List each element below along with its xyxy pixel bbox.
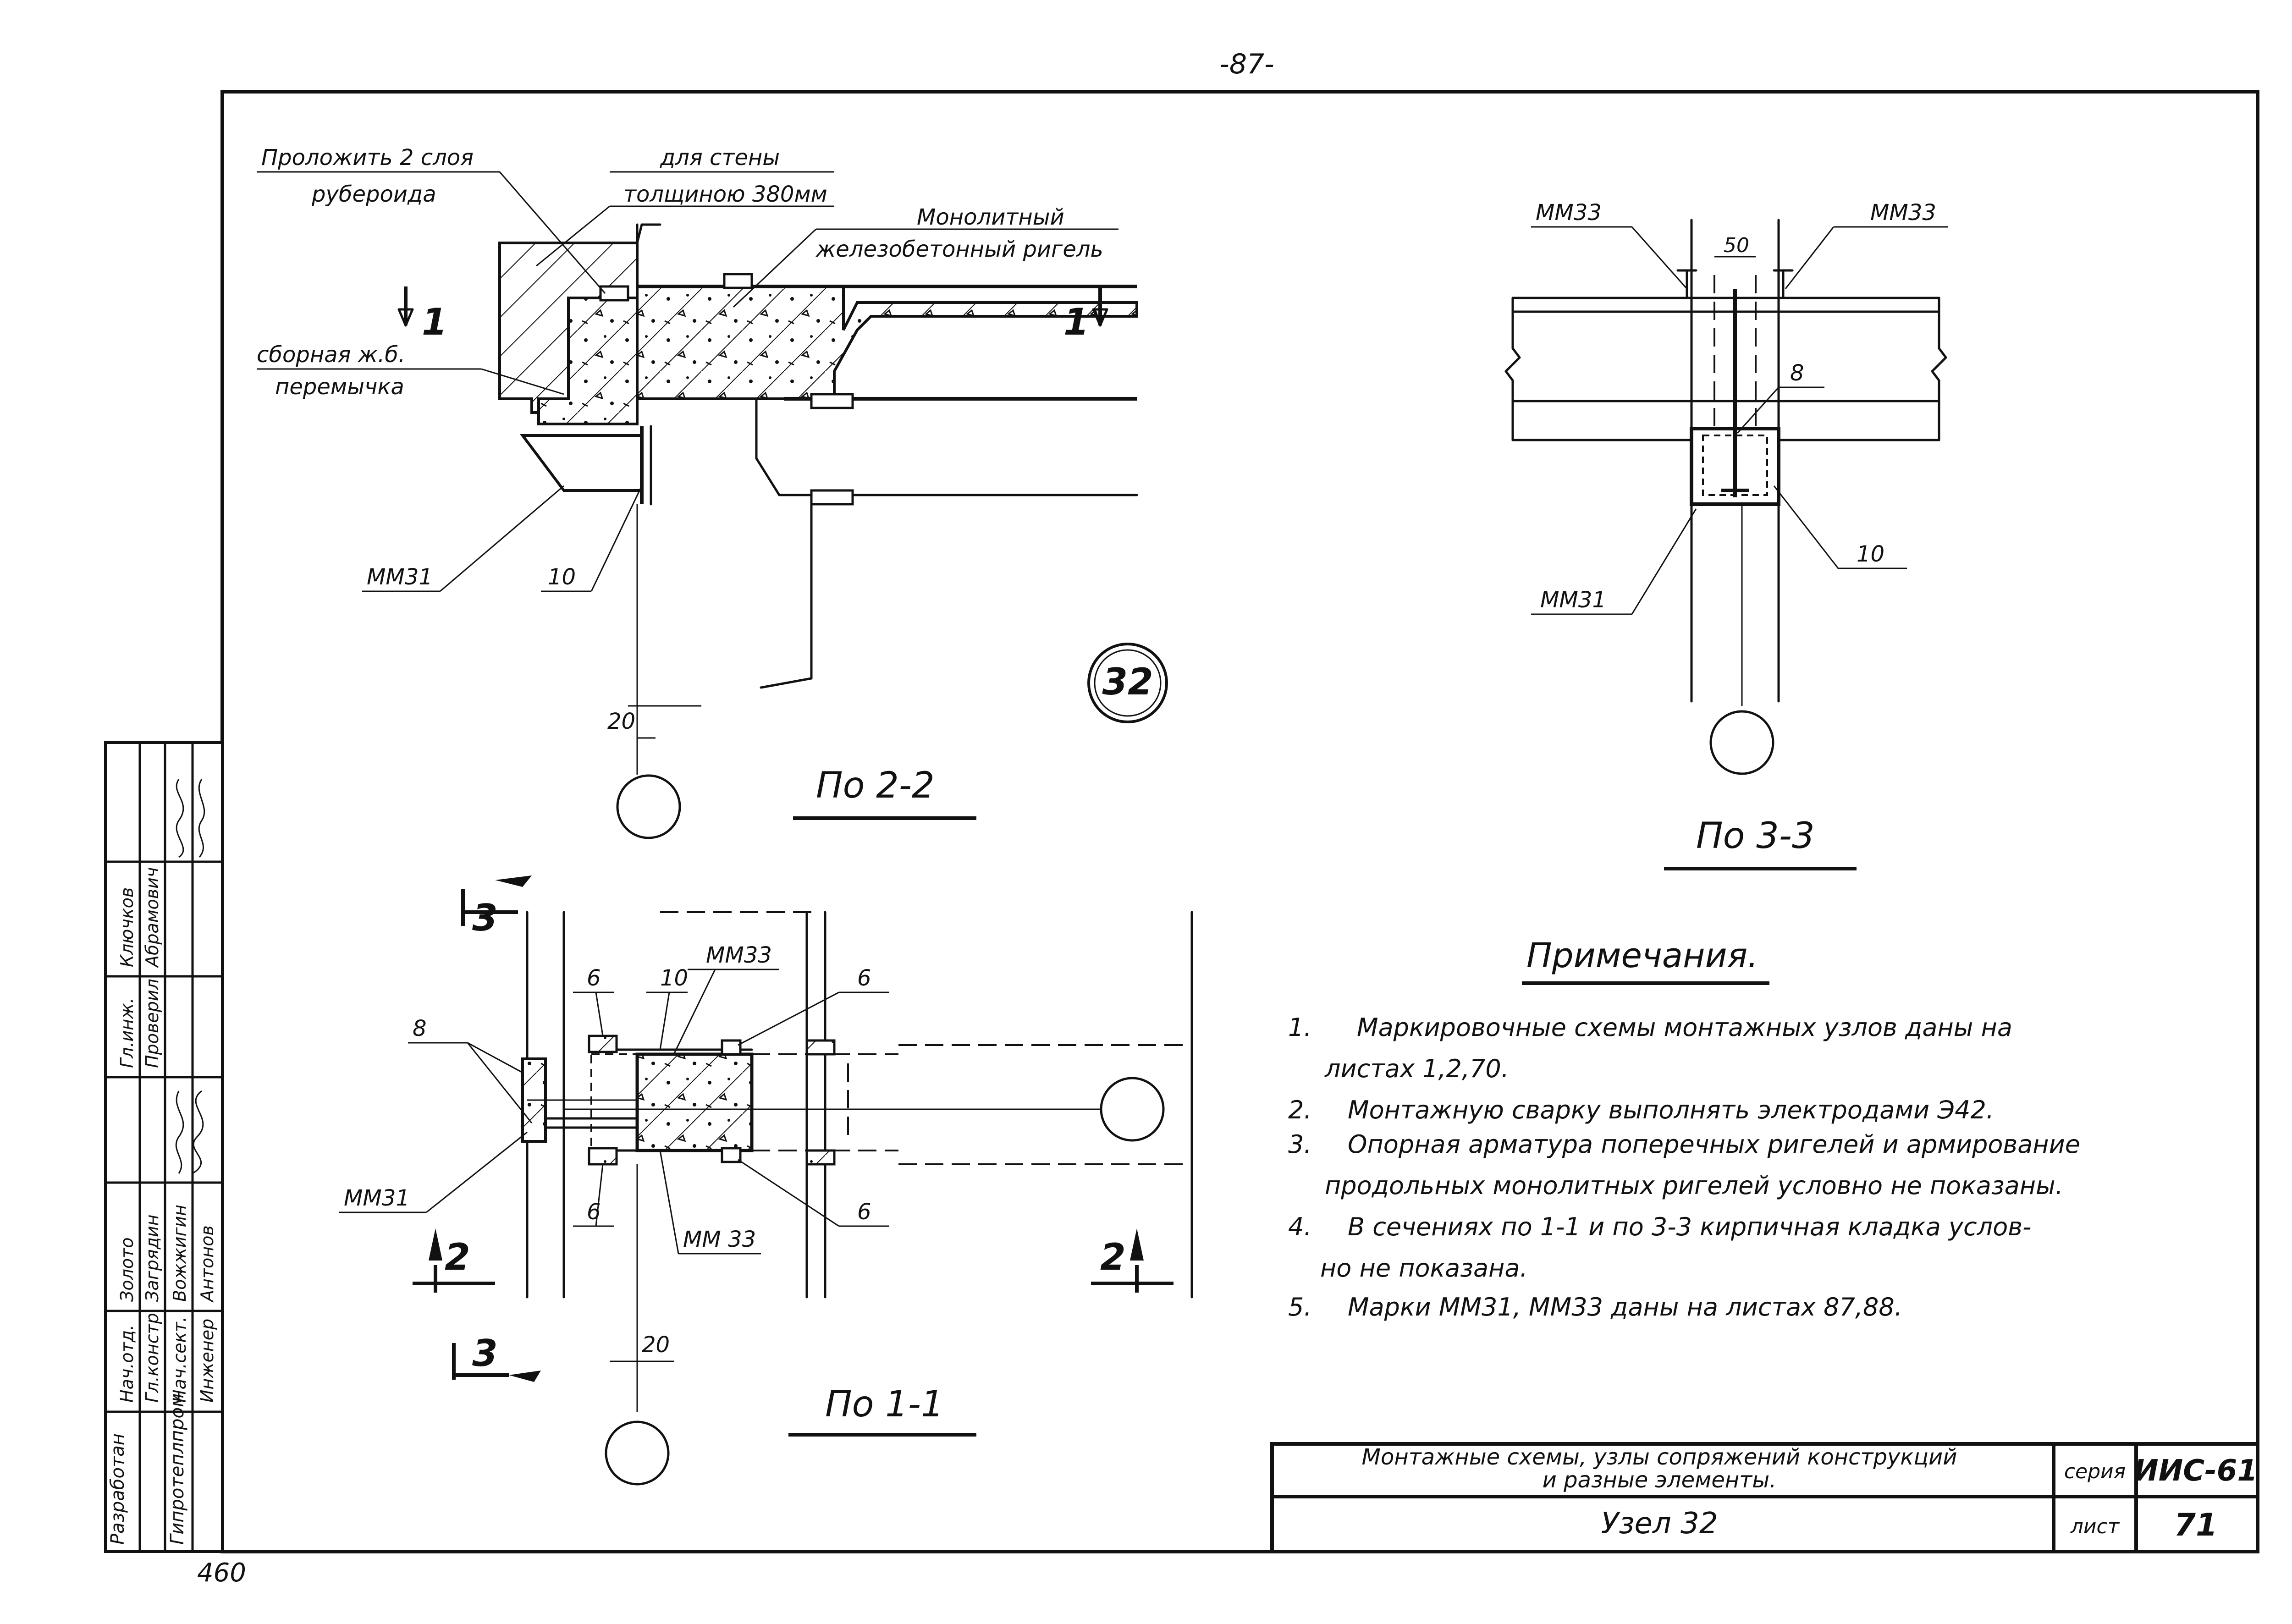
note-4-num: 4.: [1288, 1212, 1312, 1241]
note-3-num: 3.: [1288, 1130, 1312, 1159]
signature: [192, 1090, 204, 1174]
plate-6: [721, 1039, 742, 1056]
title-block: Монтажные схемы, узлы сопряжений констру…: [1270, 1442, 2259, 1553]
label-layers: Проложить 2 слоя: [261, 145, 474, 171]
note-5-num: 5.: [1288, 1293, 1312, 1321]
section-1-1: 20 3 3 2 2 8 6 10 ММ33 6: [339, 875, 1193, 1486]
sheet-value: 71: [2174, 1507, 2218, 1543]
stamp-row-4-name: Антонов: [197, 1225, 217, 1303]
label-10: 10: [548, 564, 576, 590]
stamp-row-2-role: Гл.констр.: [142, 1307, 162, 1403]
label-mm31: ММ31: [1540, 587, 1606, 613]
section-2-2: 20 1 1 Проложить 2 слоя рубероида для ст…: [257, 145, 1168, 839]
cut-mark-1-left: 1: [422, 301, 447, 343]
section-2-2-title: По 2-2: [816, 765, 935, 806]
note-1-num: 1.: [1288, 1013, 1312, 1042]
axis-bubble: [616, 774, 681, 839]
stamp-row-6-role: Ключков: [117, 887, 137, 967]
stamp-row-3-name: Вожжигин: [170, 1205, 190, 1302]
series-label: серия: [2064, 1460, 2126, 1483]
note-3-line-2: продольных монолитных ригелей условно не…: [1325, 1171, 2063, 1200]
plate-6: [588, 1147, 618, 1166]
axis-bubble: [605, 1420, 670, 1486]
stamp-row-2-name: Загрядин: [142, 1215, 162, 1302]
embedded-plate: [810, 489, 854, 506]
series-value: ИИС-61: [2134, 1454, 2258, 1488]
page-number: -87-: [1219, 48, 1274, 80]
note-2-line-1: Монтажную сварку выполнять электродами Э…: [1348, 1096, 1994, 1124]
stamp-row-6-name: Абрамович: [142, 867, 162, 969]
notes-block: Примечания. 1. Маркировочные схемы монта…: [1288, 936, 2080, 1321]
title-description-2: и разные элементы.: [1543, 1467, 1777, 1493]
stamp-developed: Разработан: [107, 1433, 128, 1545]
label-mm31: ММ31: [367, 564, 433, 590]
note-1-line-2: листах 1,2,70.: [1324, 1054, 1509, 1083]
monolithic-girder: [636, 285, 1138, 400]
notes-heading: Примечания.: [1526, 936, 1758, 975]
label-6-d: 6: [857, 1199, 871, 1225]
cut-mark-2-left: 2: [445, 1236, 470, 1278]
section-3-3: 50 ММ33 ММ33 8 10 ММ31 По 3-3: [1504, 200, 1948, 870]
label-girder: Монолитный: [917, 204, 1064, 230]
plate-6: [588, 1035, 618, 1053]
title-description-1: Монтажные схемы, узлы сопряжений констру…: [1362, 1444, 1957, 1470]
sheet-title: Узел 32: [1601, 1507, 1718, 1541]
note-3-line-1: Опорная арматура поперечных ригелей и ар…: [1348, 1130, 2080, 1159]
footer-number: 460: [197, 1558, 246, 1588]
label-mm33-right: ММ33: [1870, 200, 1936, 226]
section-3-3-title: По 3-3: [1696, 815, 1815, 857]
note-4-line-1: В сечениях по 1-1 и по 3-3 кирпичная кла…: [1348, 1212, 2032, 1241]
label-mm31: ММ31: [344, 1185, 410, 1211]
label-mm33-bottom: ММ 33: [683, 1227, 756, 1252]
dim-20: 20: [607, 709, 635, 734]
label-wall: для стены: [660, 145, 780, 171]
embedded-plate: [810, 393, 854, 409]
cut-mark-3-bottom: 3: [472, 1332, 498, 1375]
girder-block: [635, 1052, 754, 1152]
note-1-line-1: Маркировочные схемы монтажных узлов даны…: [1357, 1013, 2012, 1042]
stamp-row-1-role: Нач.отд.: [117, 1325, 137, 1403]
label-6-a: 6: [587, 965, 601, 991]
label-8: 8: [1790, 360, 1804, 386]
node-badge: 32: [1102, 661, 1153, 703]
sheet-label: лист: [2070, 1515, 2120, 1538]
label-mm33-left: ММ33: [1536, 200, 1602, 226]
stamp-row-4-role: Инженер: [197, 1319, 217, 1403]
label-lintel-2: перемычка: [275, 374, 404, 400]
stamp-row-3-role: Нач.сект.: [170, 1316, 190, 1403]
section-1-1-title: По 1-1: [825, 1384, 944, 1425]
plate-6: [721, 1147, 742, 1163]
note-2-num: 2.: [1288, 1096, 1312, 1124]
embedded-plate: [723, 273, 753, 289]
cut-mark-1-right: 1: [1063, 301, 1089, 343]
stamp-org: Гипротеплпром: [167, 1393, 188, 1545]
axis-bubble: [1709, 710, 1774, 775]
cut-mark-2-right: 2: [1100, 1236, 1126, 1278]
label-6-b: 6: [857, 965, 871, 991]
label-8: 8: [413, 1016, 427, 1041]
signature: [175, 1090, 184, 1174]
note-4-line-2: но не показана.: [1320, 1254, 1528, 1283]
approval-stamp: Нач.отд. Золото Гл.констр. Загрядин Нач.…: [104, 741, 224, 1553]
label-mm33-top: ММ33: [706, 942, 772, 968]
dim-20: 20: [642, 1332, 670, 1358]
note-5-line-1: Марки ММ31, ММ33 даны на листах 87,88.: [1348, 1293, 1902, 1321]
node-badge-circle: [1087, 643, 1168, 723]
label-layers-2: рубероида: [311, 182, 436, 207]
label-10: 10: [1857, 541, 1884, 567]
signature: [176, 779, 184, 858]
label-lintel: сборная ж.б.: [257, 342, 405, 368]
axis-bubble: [1100, 1077, 1165, 1142]
label-10: 10: [660, 965, 688, 991]
cut-mark-3-top: 3: [472, 897, 498, 939]
label-girder-2: железобетонный ригель: [815, 237, 1103, 262]
stamp-row-1-name: Золото: [117, 1237, 137, 1302]
angle-mm31: [520, 434, 643, 492]
stamp-row-5-name: Проверил: [142, 979, 162, 1068]
stamp-row-5-role: Гл.инж.: [117, 998, 137, 1068]
signature: [198, 779, 205, 858]
dim-50: 50: [1724, 234, 1749, 257]
label-wall-2: толщиною 380мм: [623, 182, 827, 207]
